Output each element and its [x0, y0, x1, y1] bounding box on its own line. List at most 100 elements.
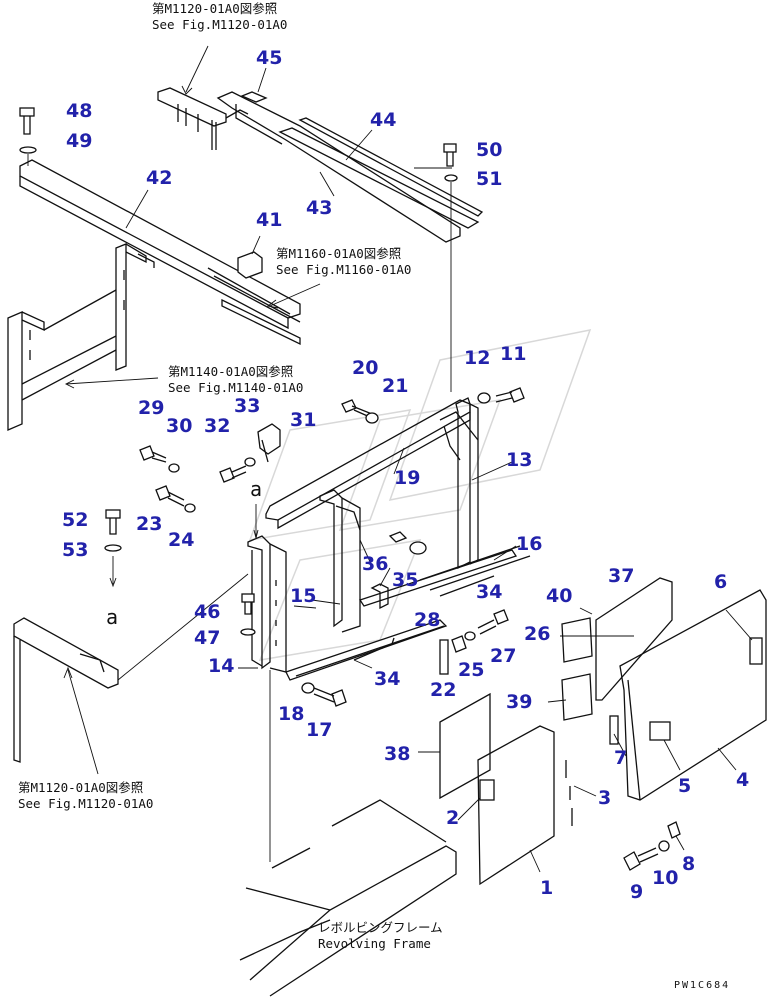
part-6-latch [749, 637, 763, 665]
part-16-rail [358, 545, 531, 607]
part-40-pad [561, 617, 593, 663]
ref-m1140-jp: 第M1140-01A0図参照 [168, 364, 293, 379]
part-41-plate [237, 251, 263, 279]
callout-21: 21 [382, 375, 408, 397]
bolt-46 [241, 593, 255, 615]
callout-31: 31 [290, 409, 316, 431]
part-3-seals [565, 760, 573, 826]
ref-m1120-top-en: See Fig.M1120-01A0 [152, 17, 287, 32]
callout-34-upper: 34 [476, 581, 502, 603]
part-35-bracket [370, 583, 389, 610]
callout-23: 23 [136, 513, 162, 535]
bolt-17 [313, 687, 347, 707]
washer-51 [444, 174, 458, 182]
drawing-code: PW1C684 [674, 980, 730, 991]
part-lower-frame [13, 617, 119, 763]
washer-10 [658, 840, 670, 852]
callout-53: 53 [62, 539, 88, 561]
callout-34-lower: 34 [374, 668, 400, 690]
callout-12: 12 [464, 347, 490, 369]
callout-42: 42 [146, 167, 172, 189]
leader-lines [125, 67, 753, 873]
arrow-a-lower [109, 577, 117, 588]
callout-9: 9 [630, 881, 643, 903]
callout-19: 19 [394, 467, 420, 489]
callout-43: 43 [306, 197, 332, 219]
callout-18: 18 [278, 703, 304, 725]
washer-27 [464, 631, 476, 641]
part-1-door [477, 725, 555, 886]
bolt-11 [495, 387, 525, 403]
ref-frame-jp: レボルビングフレーム [318, 920, 443, 935]
callout-38: 38 [384, 743, 410, 765]
callout-15: 15 [290, 585, 316, 607]
callout-3: 3 [598, 787, 611, 809]
part-37-panel [595, 577, 673, 701]
part-4-door [619, 589, 767, 801]
ref-m1140-en: See Fig.M1140-01A0 [168, 380, 303, 395]
ref-frame-en: Revolving Frame [318, 936, 431, 951]
part-8-clip [667, 821, 681, 839]
callout-32: 32 [204, 415, 230, 437]
callout-24: 24 [168, 529, 194, 551]
ref-m1120-bot-en: See Fig.M1120-01A0 [18, 796, 153, 811]
callout-46: 46 [194, 601, 220, 623]
nut-36 [388, 531, 427, 555]
part-25-clip [451, 635, 467, 653]
washer-21 [365, 412, 379, 424]
part-15-lines [311, 599, 341, 605]
washer-47 [240, 628, 256, 636]
callout-37: 37 [608, 565, 634, 587]
washer-18 [301, 682, 315, 694]
washer-24 [184, 503, 196, 513]
leader-a-link [117, 573, 249, 681]
bolt-48 [19, 107, 35, 135]
callout-17: 17 [306, 719, 332, 741]
callout-51: 51 [476, 168, 502, 190]
bolt-23 [155, 485, 185, 507]
callout-10: 10 [652, 867, 678, 889]
washer-30 [168, 463, 180, 473]
callout-36: 36 [362, 553, 388, 575]
callout-40: 40 [546, 585, 572, 607]
callout-33: 33 [234, 395, 260, 417]
part-31-bracket [257, 423, 281, 463]
washer-33 [244, 457, 256, 467]
marker-a-lower: a [106, 605, 118, 629]
washer-49 [19, 146, 37, 154]
ref-m1160-jp: 第M1160-01A0図参照 [276, 246, 401, 261]
part-36-post [319, 489, 361, 633]
part-44-strip [278, 117, 484, 229]
washer-12 [477, 392, 491, 404]
ref-m1120-bot-jp: 第M1120-01A0図参照 [18, 780, 143, 795]
callout-49: 49 [66, 130, 92, 152]
ref-m1120-top-jp: 第M1120-01A0図参照 [152, 1, 277, 16]
part-34-seal [353, 575, 495, 661]
callout-27: 27 [490, 645, 516, 667]
part-43-rail [216, 91, 461, 243]
callout-29: 29 [138, 397, 164, 419]
part-28-rail [285, 619, 448, 681]
callout-35: 35 [392, 569, 418, 591]
part-14-post [247, 535, 287, 673]
bolt-29 [139, 445, 167, 463]
reference-arrows [63, 45, 321, 775]
washer-53 [104, 544, 122, 552]
callout-26: 26 [524, 623, 550, 645]
callout-39: 39 [506, 691, 532, 713]
callout-50: 50 [476, 139, 502, 161]
callout-7: 7 [614, 747, 627, 769]
callout-48: 48 [66, 100, 92, 122]
callout-22: 22 [430, 679, 456, 701]
callout-5: 5 [678, 775, 691, 797]
callout-14: 14 [208, 655, 234, 677]
callout-45: 45 [256, 47, 282, 69]
part-22-clip [439, 639, 449, 675]
bolt-52 [105, 509, 121, 535]
part-42-frame [7, 159, 301, 431]
part-38-panel [439, 692, 491, 800]
part-5-handle [649, 721, 671, 741]
marker-a-upper: a [250, 477, 262, 501]
